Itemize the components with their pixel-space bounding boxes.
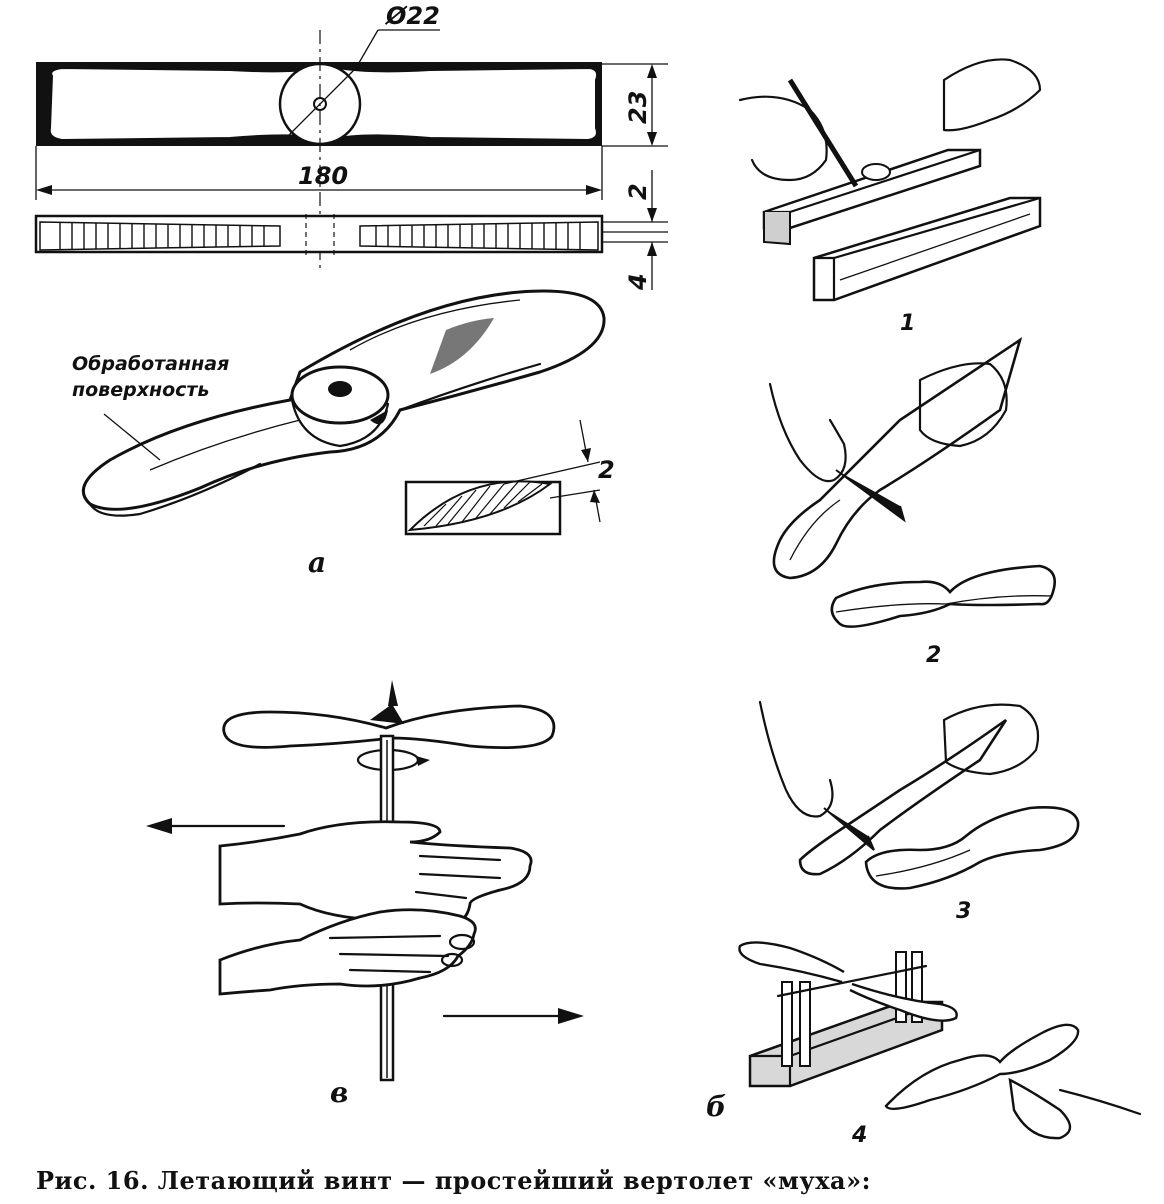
motion-arrows: [146, 818, 584, 1024]
blade-section: 2: [404, 419, 615, 536]
blank-side-view: [34, 214, 604, 256]
thickness-dimensions: 2 4: [602, 170, 668, 291]
step-1-illustration: [738, 58, 1042, 302]
diameter-label: Ø22: [384, 2, 440, 30]
diameter-callout: Ø22: [355, 2, 440, 69]
step-4-number: 4: [851, 1123, 867, 1148]
label-a: а: [308, 546, 326, 579]
thickness-top-label: 2: [624, 183, 652, 200]
surface-note: Обработанная поверхность: [72, 353, 229, 461]
hands-spinning: [218, 820, 533, 996]
figure-caption: Рис. 16. Летающий винт — простейший верт…: [36, 1166, 871, 1195]
step-4-illustration: [738, 941, 1142, 1140]
width-dimension: 23: [602, 63, 668, 147]
label-v: в: [330, 1076, 348, 1109]
surface-note-line2: поверхность: [72, 379, 209, 401]
step-3-number: 3: [956, 899, 971, 924]
section-offset-label: 2: [598, 456, 615, 484]
label-b: б: [706, 1090, 726, 1123]
step-2-illustration: [768, 336, 1056, 628]
step-1-number: 1: [900, 311, 915, 336]
surface-note-line1: Обработанная: [72, 353, 229, 375]
length-label: 180: [298, 162, 348, 190]
thickness-bottom-label: 4: [624, 273, 652, 291]
propeller-perspective: [81, 289, 606, 517]
length-dimension: 180: [35, 146, 603, 200]
step-3-illustration: [758, 700, 1080, 890]
step-2-number: 2: [926, 643, 941, 668]
width-label: 23: [624, 91, 652, 124]
blank-top-view: [36, 30, 602, 270]
